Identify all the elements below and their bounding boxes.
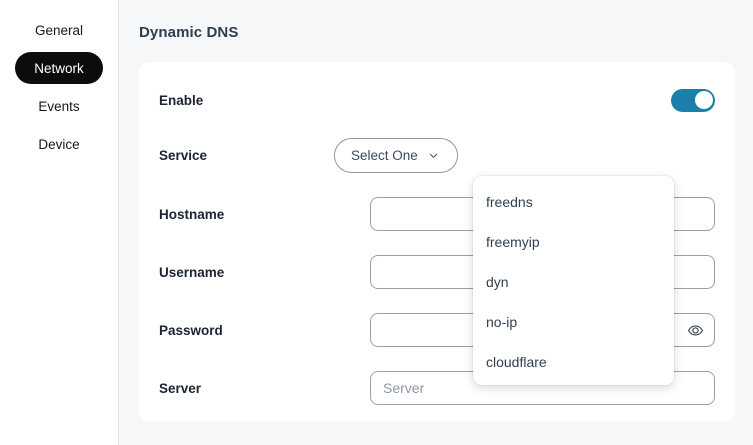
- show-password-eye-icon[interactable]: [685, 320, 705, 340]
- sidebar-item-label: General: [34, 22, 84, 38]
- service-control: Select One: [334, 137, 715, 173]
- toggle-knob: [694, 91, 713, 109]
- sidebar-item-events[interactable]: Events: [15, 90, 103, 122]
- page-title: Dynamic DNS: [139, 24, 239, 41]
- service-dropdown-menu: freedns freemyip dyn no-ip cloudflare: [473, 176, 674, 385]
- service-label: Service: [159, 147, 208, 163]
- service-select-value: Select One: [351, 147, 418, 163]
- enable-toggle[interactable]: [671, 88, 715, 112]
- sidebar-item-network[interactable]: Network: [15, 52, 103, 84]
- sidebar-item-label: Events: [38, 98, 80, 114]
- dropdown-option-label: freemyip: [486, 234, 540, 250]
- dropdown-option-label: no-ip: [486, 314, 518, 330]
- dropdown-option-freedns[interactable]: freedns: [473, 182, 674, 222]
- sidebar: General Network Events Device: [0, 0, 119, 445]
- dropdown-option-cloudflare[interactable]: cloudflare: [473, 342, 674, 382]
- form-row-enable: Enable: [159, 83, 715, 117]
- sidebar-item-general[interactable]: General: [15, 14, 103, 46]
- dropdown-option-no-ip[interactable]: no-ip: [473, 302, 674, 342]
- sidebar-item-label: Device: [38, 136, 80, 152]
- username-label: Username: [159, 264, 225, 280]
- main-content: Dynamic DNS Enable Service Select One: [119, 0, 753, 445]
- dropdown-option-freemyip[interactable]: freemyip: [473, 222, 674, 262]
- server-label: Server: [159, 380, 202, 396]
- dropdown-option-dyn[interactable]: dyn: [473, 262, 674, 302]
- sidebar-item-device[interactable]: Device: [15, 128, 103, 160]
- password-label: Password: [159, 322, 223, 338]
- hostname-label: Hostname: [159, 206, 225, 222]
- chevron-down-icon: [428, 150, 439, 161]
- sidebar-item-label: Network: [34, 60, 84, 76]
- service-select-button[interactable]: Select One: [334, 137, 458, 173]
- dropdown-option-label: cloudflare: [486, 354, 547, 370]
- dropdown-option-label: freedns: [486, 194, 533, 210]
- enable-control: [334, 88, 715, 112]
- enable-label: Enable: [159, 92, 204, 108]
- form-row-service: Service Select One: [159, 137, 715, 173]
- dropdown-option-label: dyn: [486, 274, 509, 290]
